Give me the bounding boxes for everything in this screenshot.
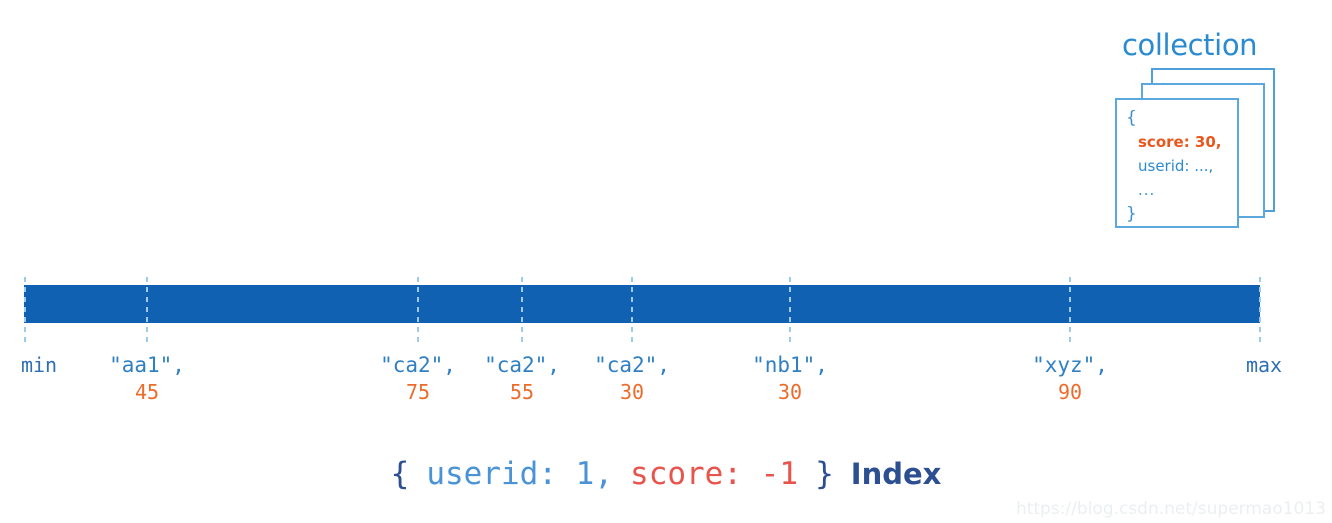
tick-label-entry-1: "ca2", 75 <box>358 352 478 406</box>
index-definition-caption: { userid: 1, score: -1} Index <box>0 452 1332 496</box>
tick-key-3: "ca2", <box>594 353 670 377</box>
tick-line-entry-3 <box>631 277 633 345</box>
tick-value-0: 45 <box>134 380 160 404</box>
tick-line-max <box>1259 277 1261 345</box>
tick-line-entry-1 <box>417 277 419 345</box>
tick-key-4: "nb1", <box>752 353 828 377</box>
tick-line-entry-2 <box>521 277 523 345</box>
watermark: https://blog.csdn.net/supermao1013 <box>1015 499 1326 519</box>
collection-title: collection <box>1122 28 1258 62</box>
tick-value-3: 30 <box>619 380 645 404</box>
tick-label-entry-3: "ca2", 30 <box>572 352 692 406</box>
caption-close-brace: } <box>815 456 834 492</box>
document-field-ellipsis: ... <box>1138 181 1156 199</box>
caption-score-field: score: -1 <box>630 456 799 492</box>
tick-key-1: "ca2", <box>380 353 456 377</box>
tick-label-min-text: min <box>20 353 58 377</box>
document-field-score: score: 30, <box>1138 133 1222 151</box>
tick-value-2: 55 <box>509 380 535 404</box>
document-body: { score: 30, userid: ..., ... } <box>1126 106 1233 226</box>
caption-index-word: Index <box>850 457 942 491</box>
tick-label-entry-0: "aa1", 45 <box>87 352 207 406</box>
tick-value-5: 90 <box>1057 380 1083 404</box>
index-bar <box>24 285 1260 323</box>
caption-open-brace: { <box>390 456 410 492</box>
tick-label-max: max <box>1204 352 1324 378</box>
tick-value-1: 75 <box>405 380 431 404</box>
tick-line-min <box>24 277 26 345</box>
tick-line-entry-5 <box>1069 277 1071 345</box>
tick-line-entry-4 <box>789 277 791 345</box>
tick-label-entry-5: "xyz", 90 <box>1010 352 1130 406</box>
tick-label-entry-4: "nb1", 30 <box>730 352 850 406</box>
tick-label-entry-2: "ca2", 55 <box>462 352 582 406</box>
tick-value-4: 30 <box>777 380 803 404</box>
document-close-brace: } <box>1126 204 1137 224</box>
tick-key-5: "xyz", <box>1032 353 1108 377</box>
document-card-front: { score: 30, userid: ..., ... } <box>1115 98 1239 228</box>
tick-label-max-text: max <box>1245 353 1283 377</box>
document-field-userid: userid: ..., <box>1138 157 1214 175</box>
tick-line-entry-0 <box>146 277 148 345</box>
tick-label-min: min <box>0 352 99 378</box>
tick-key-2: "ca2", <box>484 353 560 377</box>
collection-group: collection { score: 30, userid: ..., ...… <box>1108 28 1275 238</box>
caption-userid-field: userid: 1, <box>426 456 613 492</box>
document-open-brace: { <box>1126 108 1137 128</box>
tick-key-0: "aa1", <box>109 353 185 377</box>
